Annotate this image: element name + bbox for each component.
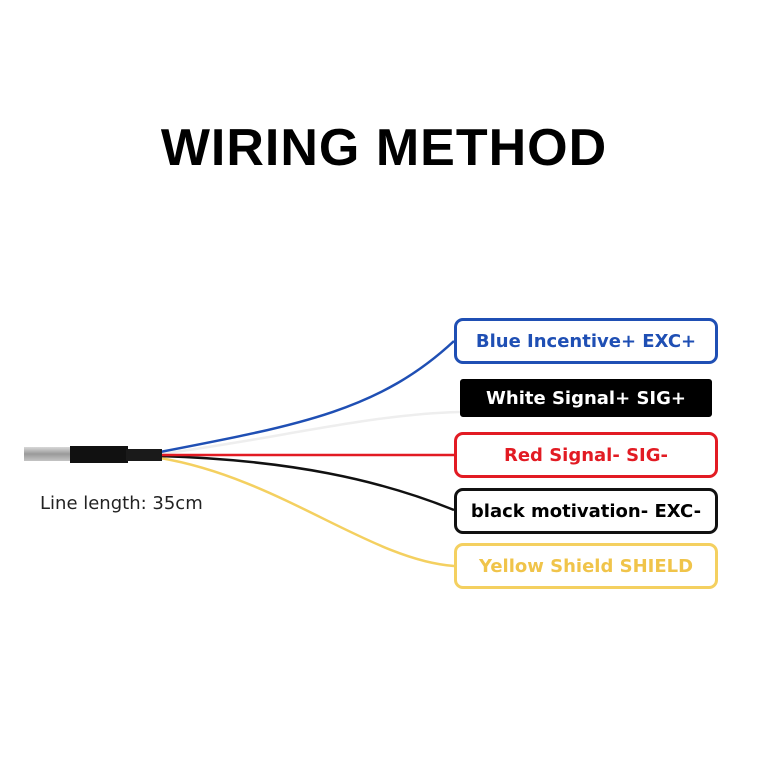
wire-blue	[159, 340, 455, 454]
label-blue-wire: Blue Incentive+ EXC+	[454, 318, 718, 364]
label-black-wire: black motivation- EXC-	[454, 488, 718, 534]
cable-sleeve	[70, 446, 128, 463]
cable-sleeve-tip	[126, 449, 162, 461]
wire-black	[159, 454, 455, 512]
wire-yellow	[159, 456, 455, 568]
cable-sheath	[24, 447, 74, 461]
wire-white	[159, 410, 461, 456]
line-length-label: Line length: 35cm	[40, 493, 203, 514]
label-red-wire: Red Signal- SIG-	[454, 432, 718, 478]
label-white-wire: White Signal+ SIG+	[460, 379, 712, 417]
label-yellow-wire: Yellow Shield SHIELD	[454, 543, 718, 589]
diagram-title: WIRING METHOD	[160, 119, 608, 177]
